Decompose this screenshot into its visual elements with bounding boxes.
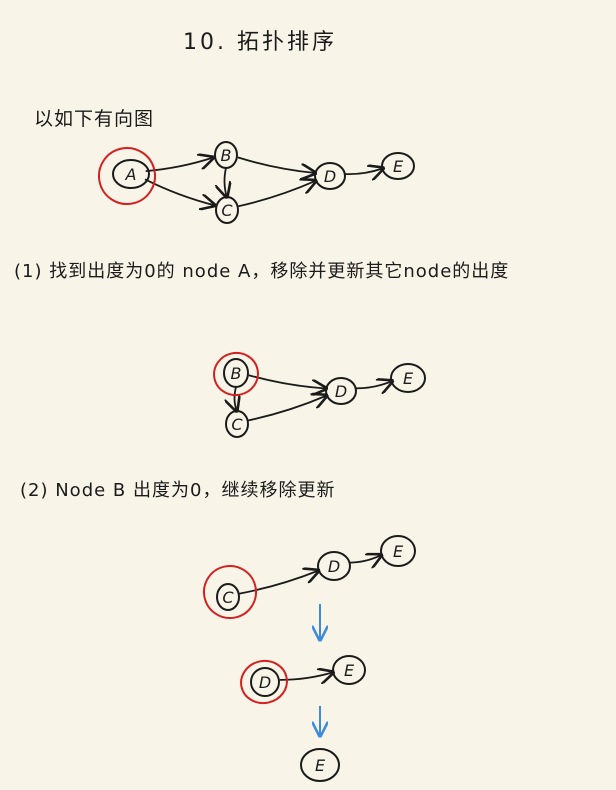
edge-d-to-e xyxy=(348,555,382,563)
node-d: D xyxy=(314,162,346,190)
highlight-ring-a xyxy=(98,147,156,205)
edge-b-to-c xyxy=(234,385,236,411)
edge-d-to-e xyxy=(279,672,333,680)
node-circle xyxy=(390,363,426,393)
node-e: E xyxy=(332,655,366,685)
node-circle xyxy=(214,141,238,169)
node-label: D xyxy=(328,557,340,576)
node-label: D xyxy=(335,382,347,401)
graph-after-remove-B: C D E xyxy=(203,535,416,619)
node-circle xyxy=(300,748,340,782)
node-circle xyxy=(216,583,240,611)
node-circle xyxy=(332,655,366,685)
node-circle xyxy=(314,162,346,190)
node-c: C xyxy=(225,410,249,438)
node-label: E xyxy=(393,542,404,561)
node-circle xyxy=(215,196,239,224)
node-d: D xyxy=(250,667,280,697)
node-label: E xyxy=(393,157,404,176)
edge-a-to-b xyxy=(145,158,214,172)
edge-d-to-e xyxy=(343,168,383,174)
node-circle xyxy=(317,551,351,581)
node-circle xyxy=(380,535,416,567)
edge-c-to-d xyxy=(238,181,315,208)
node-label: E xyxy=(403,369,414,388)
page-title: 10. 拓扑排序 xyxy=(183,30,337,55)
node-label: C xyxy=(221,201,233,220)
graph-after-remove-C: DE xyxy=(240,655,366,705)
node-e: E xyxy=(381,152,415,180)
node-label: A xyxy=(125,165,137,184)
highlight-ring-d xyxy=(240,659,288,705)
node-circle xyxy=(112,159,150,189)
node-label: B xyxy=(221,146,232,165)
edge-a-to-c xyxy=(144,178,215,205)
node-d: D xyxy=(317,551,351,581)
highlight-ring-c xyxy=(203,565,257,619)
edge-d-to-e xyxy=(354,381,393,388)
node-e: E xyxy=(300,748,340,782)
node-b: B xyxy=(223,358,249,388)
node-circle xyxy=(325,377,357,405)
node-label: C xyxy=(222,588,234,607)
node-label: E xyxy=(315,756,326,775)
node-circle xyxy=(225,410,249,438)
node-label: D xyxy=(324,167,336,186)
highlight-ring-b xyxy=(213,351,259,397)
node-c: C xyxy=(215,196,239,224)
node-d: D xyxy=(325,377,357,405)
graph-after-remove-A: B C D E xyxy=(213,351,426,438)
edge-b-to-d xyxy=(237,156,315,173)
node-label: C xyxy=(231,415,243,434)
edge-b-to-c xyxy=(224,166,226,197)
node-circle xyxy=(223,358,249,388)
node-label: B xyxy=(231,364,242,383)
node-c: C xyxy=(216,583,240,611)
step2-text: (2) Node B 出度为0，继续移除更新 xyxy=(20,480,336,501)
node-a: A xyxy=(112,159,150,189)
step1-text: (1) 找到出度为0的 node A，移除并更新其它node的出度 xyxy=(14,261,510,282)
edge-c-to-d xyxy=(248,396,326,422)
graph-initial: A B C D E xyxy=(98,141,415,224)
intro-text: 以如下有向图 xyxy=(34,108,155,130)
node-label: D xyxy=(259,673,271,692)
node-b: B xyxy=(214,141,238,169)
node-e: E xyxy=(380,535,416,567)
node-e: E xyxy=(390,363,426,393)
graph-after-remove-D: E xyxy=(300,748,340,782)
node-circle xyxy=(381,152,415,180)
edge-b-to-d xyxy=(248,374,326,388)
node-label: E xyxy=(344,661,355,680)
edge-c-to-d xyxy=(239,571,319,595)
node-circle xyxy=(250,667,280,697)
